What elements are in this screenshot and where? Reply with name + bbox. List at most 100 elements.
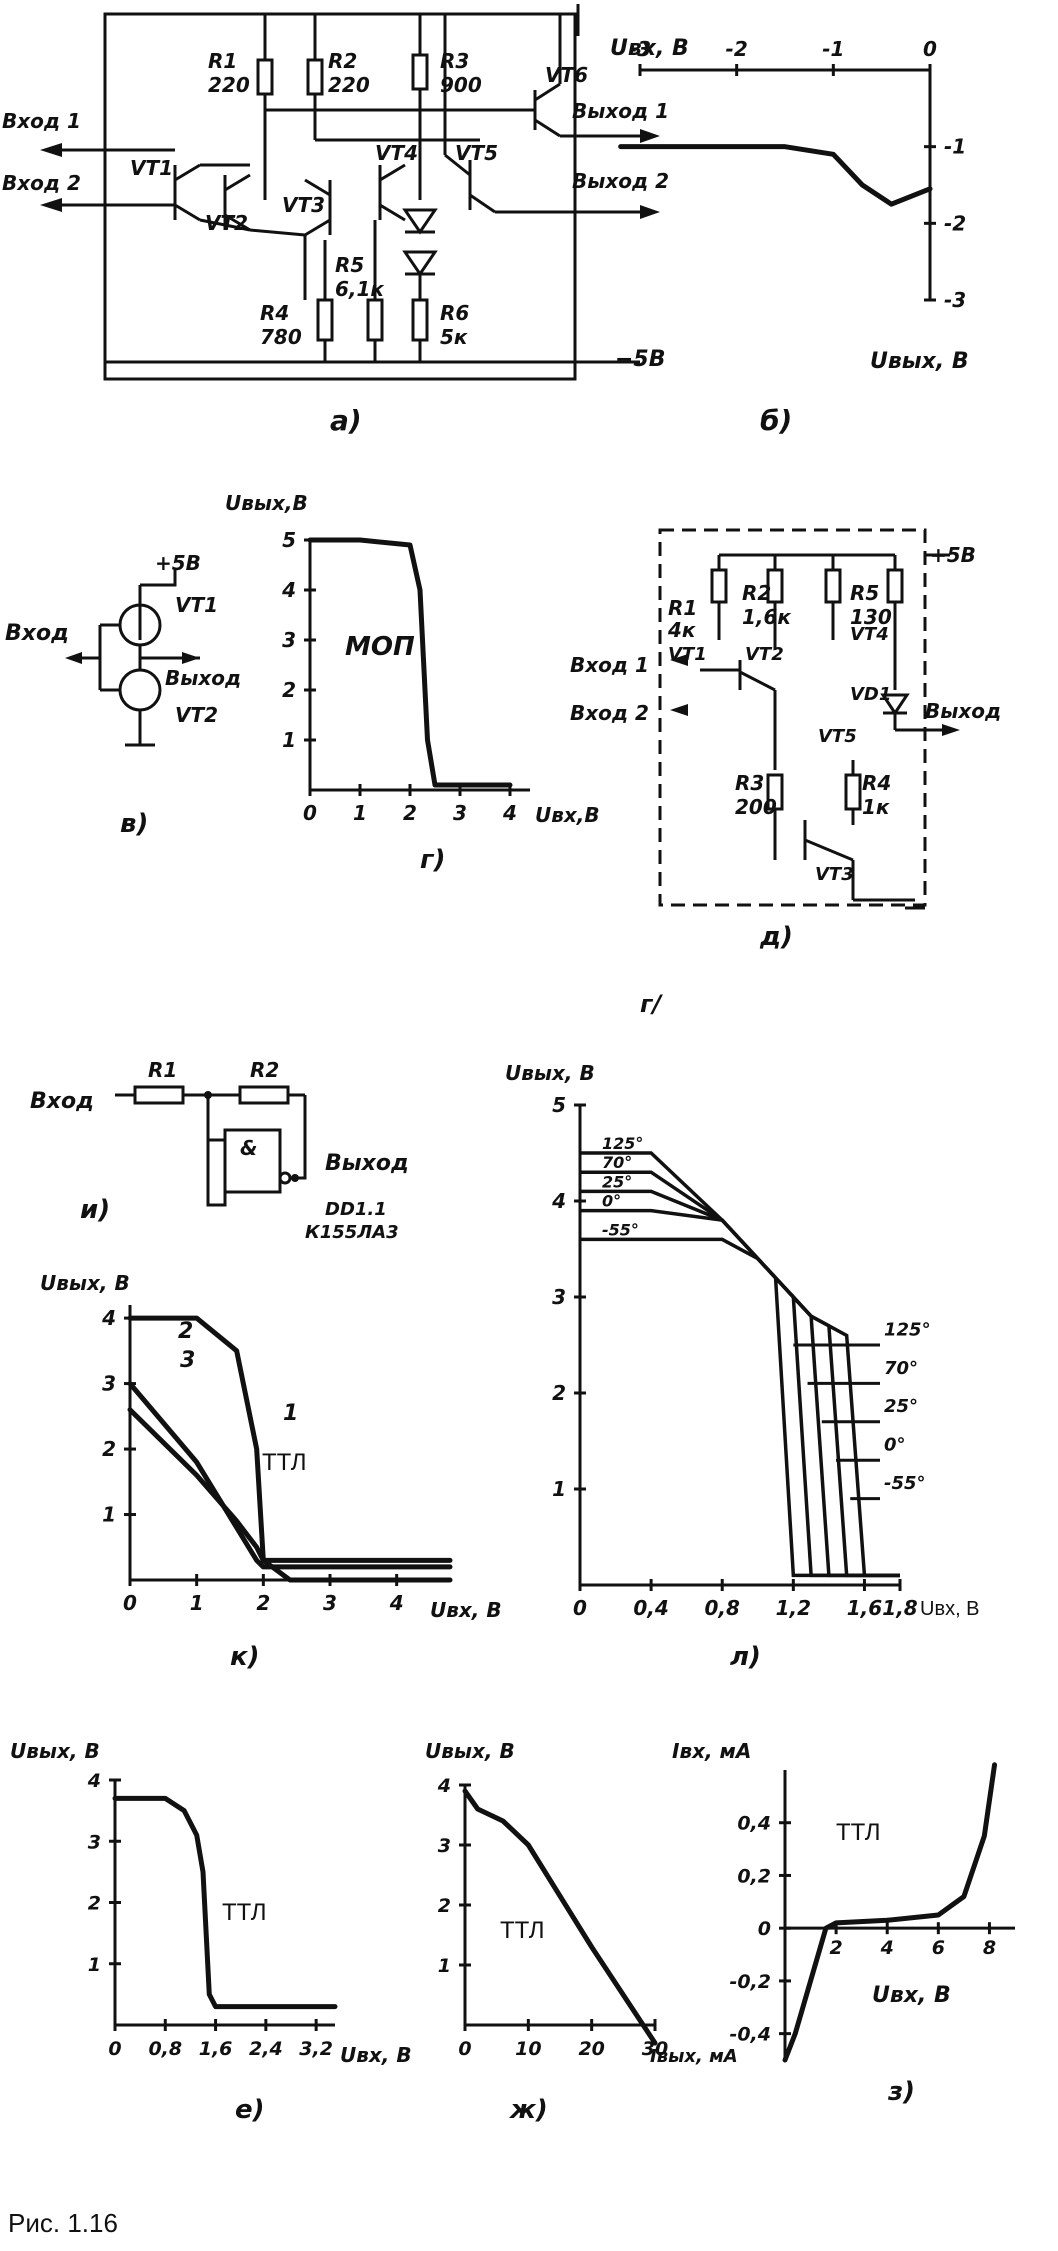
- chart-zh-y-tick-label: 4: [437, 1775, 451, 1797]
- chart-l-y-tick-label: 1: [552, 1477, 566, 1501]
- chart-zh-y-tick-label: 3: [438, 1835, 451, 1857]
- chart-l-x-tick-label: 1,6: [847, 1596, 883, 1620]
- chart-l-x-tick-label: 1,8: [882, 1596, 918, 1620]
- resistor-r4: [316, 298, 334, 342]
- chart-z-x-tick-label: 6: [932, 1937, 945, 1959]
- chart-k-series-line: [127, 1381, 453, 1570]
- label-r4-d-value: 1к: [862, 795, 890, 819]
- chart-e-series-line: [112, 1795, 338, 2010]
- chart-z-series-line: [782, 1762, 998, 2063]
- chart-l-temp-label-left: 70°: [602, 1153, 632, 1172]
- chart-z-y-tick-label: 0: [758, 1918, 771, 1940]
- label-input-i: Вход: [30, 1089, 94, 1114]
- panel-label-g: г): [420, 845, 445, 875]
- chart-e-family-label: ТТЛ: [222, 1899, 267, 1926]
- chart-l-temp-label-right: 125°: [884, 1319, 931, 1340]
- chart-l-temp-label-right: 25°: [884, 1396, 918, 1417]
- chart-zh-x-tick-label: 30: [642, 2038, 668, 2060]
- chart-g-x-tick-label: 2: [403, 801, 417, 825]
- panel-label-d: д): [759, 922, 793, 952]
- label-dd1: DD1.1: [325, 1199, 387, 1220]
- label-k155la3: К155ЛА3: [305, 1222, 399, 1243]
- chart-l-x-tick-label: 0: [573, 1596, 587, 1620]
- chart-g-y-tick-label: 2: [282, 678, 296, 702]
- label-vt2-d: VT2: [745, 644, 784, 665]
- label-r1: R1: [208, 49, 237, 73]
- chart-g-x-axis-label: Uвх,В: [535, 803, 600, 827]
- chart-g-y-tick-label: 5: [282, 528, 296, 552]
- schematic-d-border: [658, 528, 927, 907]
- label-vt1: VT1: [130, 156, 173, 180]
- chart-z-y-tick-label: 0,2: [737, 1865, 771, 1887]
- panel-label-z: з): [887, 2077, 915, 2107]
- label-r6-value: 5к: [440, 325, 468, 349]
- label-vd1-d: VD1: [850, 684, 891, 705]
- chart-k-x-axis-label: Uвх, В: [430, 1598, 502, 1622]
- label-r3-value: 900: [440, 73, 482, 97]
- schematic-d: R1 4к R2 1,6к R5 130 R3 200 R4 1к VT1 VT…: [570, 528, 1001, 952]
- label-r1-d: R1: [668, 596, 697, 620]
- panel-label-i: и): [80, 1195, 110, 1225]
- chart-k-y-tick-label: 4: [101, 1306, 116, 1330]
- label-vt4: VT4: [375, 141, 418, 165]
- chart-b-x-tick-label: -1: [822, 37, 844, 61]
- chart-g-y-tick-label: 4: [281, 578, 296, 602]
- label-supply-v: +5В: [155, 551, 201, 575]
- chart-l-y-axis-label: Uвых, В: [505, 1061, 595, 1085]
- chart-b-x-tick-label: -3: [629, 37, 651, 61]
- resistor-r6: [411, 298, 429, 342]
- chart-z-x-tick-label: 8: [983, 1937, 996, 1959]
- chart-e-x-tick-label: 1,6: [199, 2038, 233, 2060]
- label-supply-a: −5В: [615, 347, 666, 372]
- chart-k-curve-label-3: 3: [180, 1348, 195, 1373]
- chart-e-x-tick-label: 0,8: [148, 2038, 182, 2060]
- chart-z-x-axis-label: Uвх, В: [872, 1983, 951, 2008]
- chart-l-series-line: [580, 1151, 900, 1578]
- chart-l-x-tick-label: 0,4: [633, 1596, 668, 1620]
- panel-label-v: в): [120, 809, 148, 839]
- chart-l-temp-label-right: 70°: [884, 1358, 918, 1379]
- chart-z-y-tick-label: 0,4: [737, 1813, 771, 1835]
- chart-g-series-line: [307, 537, 513, 788]
- panel-label-a: а): [330, 404, 362, 437]
- label-input-1-d: Вход 1: [570, 653, 649, 677]
- chart-g-x-tick-label: 0: [303, 801, 317, 825]
- chart-g-y-tick-label: 3: [282, 628, 296, 652]
- label-r5-value: 6,1к: [335, 277, 384, 301]
- panel-label-k: к): [230, 1642, 260, 1672]
- chart-e-y-tick-label: 3: [88, 1831, 101, 1853]
- label-input-2-d: Вход 2: [570, 701, 649, 725]
- chart-l-temp-label-left: 0°: [602, 1192, 621, 1211]
- chart-k-curve-label-2: 2: [178, 1319, 193, 1344]
- chart-k-series-line: [127, 1407, 453, 1583]
- label-r2-i: R2: [250, 1058, 279, 1082]
- label-vt2-v: VT2: [175, 703, 218, 727]
- chart-zh-x-tick-label: 20: [578, 2038, 604, 2060]
- schematic-v: +5В Вход Выход VT1 VT2 в): [5, 551, 241, 839]
- chart-zh-y-axis-label: Uвых, В: [425, 1739, 515, 1763]
- chart-l-x-axis-label: Uвх, В: [920, 1598, 980, 1620]
- chart-b-y-axis-label: Uвых, В: [870, 349, 969, 374]
- chart-e-y-tick-label: 2: [88, 1893, 101, 1915]
- chart-e-x-tick-label: 3,2: [299, 2038, 333, 2060]
- label-vt1-v: VT1: [175, 593, 218, 617]
- chart-k-family-label: ТТЛ: [262, 1449, 307, 1476]
- label-r2-d: R2: [742, 581, 771, 605]
- label-r4: R4: [260, 301, 289, 325]
- chart-g-curve-label: МОП: [345, 632, 415, 662]
- label-vt5-d: VT5: [818, 726, 857, 747]
- chart-b-y-tick-label: -2: [944, 211, 966, 235]
- separator-label: г/: [640, 990, 664, 1018]
- chart-l-temp-label-right: 0°: [884, 1435, 906, 1456]
- chart-e-x-tick-label: 2,4: [249, 2038, 283, 2060]
- chart-zh-x-tick-label: 0: [458, 2038, 471, 2060]
- label-output-d: Выход: [925, 699, 1001, 723]
- chart-k-curve-label-1: 1: [283, 1401, 298, 1426]
- label-vt2: VT2: [205, 211, 248, 235]
- chart-k-y-tick-label: 1: [102, 1503, 116, 1527]
